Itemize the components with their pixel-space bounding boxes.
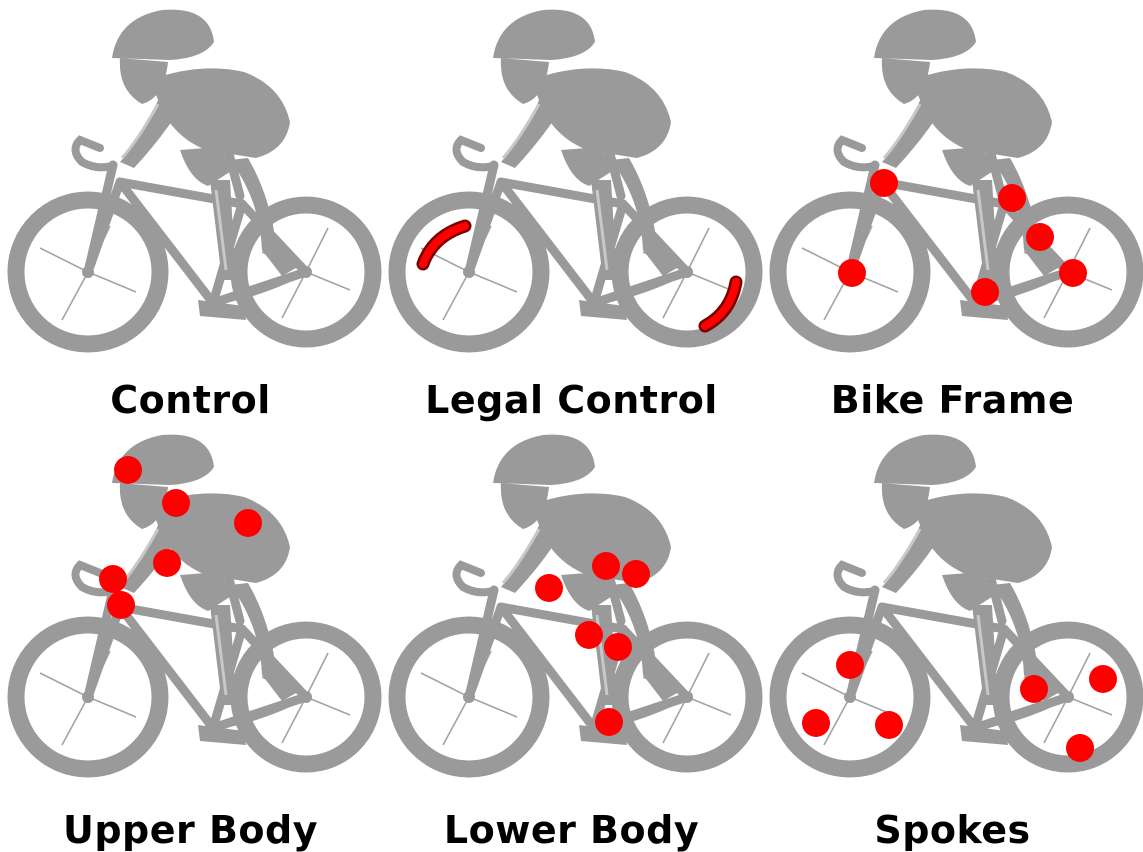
rider-arm	[501, 96, 559, 168]
panel-legal-control: Legal Control	[381, 0, 762, 425]
handlebar	[456, 140, 493, 167]
red-dot-marker	[998, 184, 1026, 212]
red-dot-marker	[234, 509, 262, 537]
rider-helmet	[493, 10, 595, 60]
rider-helmet	[112, 10, 214, 60]
panel-label: Upper Body	[0, 808, 381, 852]
red-dot-marker	[1089, 665, 1117, 693]
red-dot-marker	[622, 560, 650, 588]
rider-arm	[120, 96, 178, 168]
red-dot-marker	[162, 489, 190, 517]
cyclist-figure	[0, 425, 381, 785]
red-dot-marker	[870, 169, 898, 197]
red-dot-marker	[802, 709, 830, 737]
panel-upper-body: Upper Body	[0, 425, 381, 850]
rider-shin	[972, 180, 998, 280]
red-dot-marker	[836, 651, 864, 679]
red-dot-marker	[99, 565, 127, 593]
red-dot-marker	[1066, 734, 1094, 762]
red-dot-marker	[838, 259, 866, 287]
rider-arm	[882, 521, 940, 593]
red-dot-marker	[1059, 259, 1087, 287]
rider-arm	[882, 96, 940, 168]
cyclist-figure	[762, 0, 1143, 360]
red-dot-marker	[535, 574, 563, 602]
panel-spokes: Spokes	[762, 425, 1143, 850]
rider-shin	[210, 605, 236, 705]
rider-helmet	[874, 10, 976, 60]
panel-control: Control	[0, 0, 381, 425]
handlebar	[75, 140, 112, 167]
handlebar	[456, 565, 493, 592]
legal-arc-marker	[423, 226, 465, 264]
red-dot-marker	[604, 633, 632, 661]
panel-label: Spokes	[762, 808, 1143, 852]
panel-label: Lower Body	[381, 808, 762, 852]
panel-label: Legal Control	[381, 378, 762, 422]
cyclist-figure	[381, 425, 762, 785]
red-dot-marker	[107, 591, 135, 619]
red-dot-marker	[153, 549, 181, 577]
red-dot-marker	[875, 711, 903, 739]
red-dot-marker	[592, 552, 620, 580]
handlebar	[837, 140, 874, 167]
red-dot-marker	[595, 708, 623, 736]
rider-helmet	[493, 435, 595, 485]
cyclist-figure	[762, 425, 1143, 785]
panel-label: Bike Frame	[762, 378, 1143, 422]
red-dot-marker	[971, 278, 999, 306]
rider-shin	[972, 605, 998, 705]
red-dot-marker	[575, 621, 603, 649]
red-dot-marker	[1020, 675, 1048, 703]
rider-shin	[591, 180, 617, 280]
panel-label: Control	[0, 378, 381, 422]
red-dot-marker	[114, 456, 142, 484]
panel-lower-body: Lower Body	[381, 425, 762, 850]
red-dot-marker	[1026, 223, 1054, 251]
rider-helmet	[874, 435, 976, 485]
panel-bike-frame: Bike Frame	[762, 0, 1143, 425]
cyclist-figure	[381, 0, 762, 360]
cyclist-figure	[0, 0, 381, 360]
rider-shin	[210, 180, 236, 280]
handlebar	[837, 565, 874, 592]
